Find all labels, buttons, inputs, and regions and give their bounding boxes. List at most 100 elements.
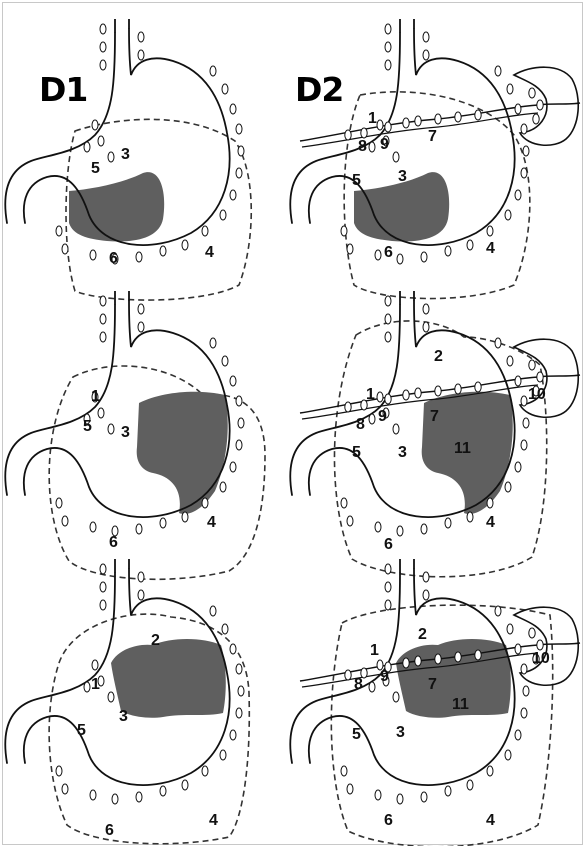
station-label-1: 1 [370, 642, 379, 659]
station-label-2: 2 [434, 348, 443, 365]
lymph-node [100, 332, 106, 342]
lymph-node [385, 332, 391, 342]
lymph-node [445, 786, 451, 796]
lymph-node [138, 572, 144, 582]
lymph-node [138, 50, 144, 60]
station-label-3: 3 [119, 708, 128, 725]
station-label-7: 7 [428, 128, 437, 145]
lymph-node [455, 652, 461, 662]
lymph-node [385, 24, 391, 34]
lymph-node [455, 384, 461, 394]
station-label-11: 11 [452, 696, 469, 713]
lymph-node [182, 240, 188, 250]
lymph-node [385, 600, 391, 610]
lymph-node [236, 708, 242, 718]
lymph-node [230, 104, 236, 114]
lymph-node [62, 784, 68, 794]
station-label-4: 4 [205, 244, 214, 261]
station-label-11: 11 [454, 440, 471, 457]
station-label-3: 3 [396, 724, 405, 741]
station-label-6: 6 [384, 812, 393, 829]
lymph-node [182, 780, 188, 790]
lymph-node [415, 388, 421, 398]
lymph-node [112, 794, 118, 804]
station-label-3: 3 [121, 424, 130, 441]
lymph-node [238, 146, 244, 156]
lymph-node [108, 692, 114, 702]
lymph-node [236, 168, 242, 178]
lymph-node [138, 322, 144, 332]
lymph-node [136, 792, 142, 802]
lymph-node [423, 590, 429, 600]
panel-d2-distal: 18975364 [290, 19, 580, 299]
lymph-node [505, 750, 511, 760]
lymph-node [108, 152, 114, 162]
station-label-5: 5 [352, 172, 361, 189]
lymph-node [529, 88, 535, 98]
lymph-node [487, 766, 493, 776]
station-label-3: 3 [398, 444, 407, 461]
lymph-node [505, 482, 511, 492]
lymph-node [238, 686, 244, 696]
lymph-node [507, 624, 513, 634]
lymph-node [393, 424, 399, 434]
panel-d1-proximal: 215364 [5, 559, 249, 844]
lymph-node [100, 296, 106, 306]
lymph-node [210, 606, 216, 616]
lymph-node [423, 50, 429, 60]
lymph-node [507, 84, 513, 94]
lymph-node [202, 226, 208, 236]
lymph-node [403, 658, 409, 668]
lymph-node [220, 210, 226, 220]
lymph-node [230, 730, 236, 740]
lymph-node [222, 624, 228, 634]
lymph-node [421, 792, 427, 802]
station-label-9: 9 [378, 408, 387, 425]
lymph-node [341, 498, 347, 508]
lymph-node [377, 392, 383, 402]
lymph-node [515, 730, 521, 740]
lymph-node [521, 664, 527, 674]
lymph-node [521, 168, 527, 178]
esophagus-outline [115, 559, 129, 573]
lymph-node [487, 226, 493, 236]
lymph-node [160, 246, 166, 256]
lymph-node [533, 114, 539, 124]
lymph-node [515, 376, 521, 386]
lymph-node [393, 692, 399, 702]
lymph-node [467, 512, 473, 522]
station-label-7: 7 [430, 408, 439, 425]
lymph-node [369, 682, 375, 692]
lymph-node [160, 786, 166, 796]
lymph-node [345, 402, 351, 412]
lymph-node [108, 424, 114, 434]
lymph-node [90, 522, 96, 532]
lymph-node [385, 60, 391, 70]
lymph-node [421, 252, 427, 262]
lymph-node [521, 396, 527, 406]
lymph-node [98, 136, 104, 146]
lymph-node [529, 360, 535, 370]
lymph-node [423, 322, 429, 332]
lymph-node [529, 628, 535, 638]
station-label-5: 5 [352, 726, 361, 743]
station-label-8: 8 [358, 138, 367, 155]
lymph-node [423, 572, 429, 582]
station-label-3: 3 [398, 168, 407, 185]
lymph-node [487, 498, 493, 508]
panel-d2-middle: 2189710531164 [290, 291, 580, 577]
lymph-node [435, 654, 441, 664]
lymph-node [236, 124, 242, 134]
lymph-node [90, 250, 96, 260]
lymph-node [100, 564, 106, 574]
lymph-node [385, 122, 391, 132]
lymph-node [523, 146, 529, 156]
lymph-node [445, 518, 451, 528]
station-label-1: 1 [91, 676, 100, 693]
lymph-node-diagram: 3564189753641356421897105311642153641298… [3, 3, 584, 846]
station-label-3: 3 [121, 146, 130, 163]
lymph-node [56, 766, 62, 776]
lymph-node [375, 522, 381, 532]
lymph-node [385, 564, 391, 574]
lymph-node [515, 644, 521, 654]
